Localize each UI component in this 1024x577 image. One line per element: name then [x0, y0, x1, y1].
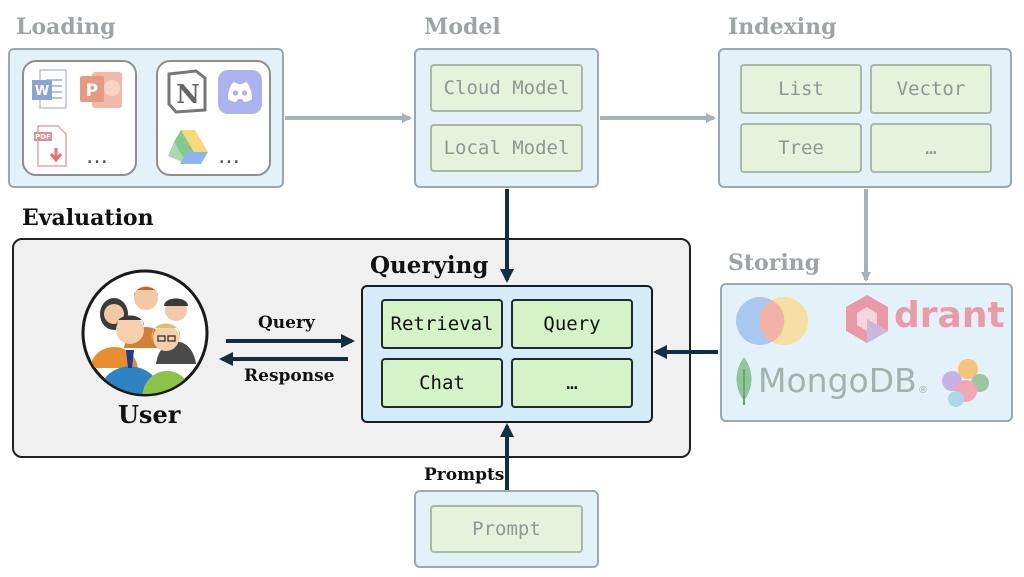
svg-text:P: P — [86, 81, 98, 101]
qdrant-icon — [846, 295, 888, 343]
indexing-panel: List Vector Tree … — [718, 48, 1012, 188]
query-more-box: … — [511, 358, 633, 408]
documents-more: … — [86, 144, 109, 169]
word-icon: W — [32, 69, 67, 109]
prompt-panel: Prompt — [414, 490, 599, 568]
google-drive-icon — [168, 130, 208, 164]
index-more-box: … — [870, 123, 992, 173]
local-model-box: Local Model — [430, 124, 583, 172]
mongodb-registered-mark: ® — [918, 385, 928, 396]
query-chat-box: Chat — [381, 358, 503, 408]
model-title: Model — [424, 14, 501, 40]
mongodb-leaf-icon — [736, 357, 752, 405]
querying-title: Querying — [370, 252, 489, 279]
discord-icon — [218, 70, 262, 114]
model-panel: Cloud Model Local Model — [414, 48, 599, 188]
storing-panel: drant MongoDB ® — [720, 283, 1013, 422]
user-label: User — [118, 400, 181, 429]
prompts-arrow-label: Prompts — [424, 465, 505, 485]
vector-db-logo-icon — [736, 297, 808, 345]
apps-box: N … — [156, 60, 271, 176]
response-arrow-label: Response — [244, 366, 335, 386]
svg-text:W: W — [35, 84, 49, 99]
powerpoint-icon: P — [80, 72, 122, 108]
qdrant-text: drant — [894, 295, 1005, 336]
evaluation-title: Evaluation — [22, 205, 154, 231]
prompt-box: Prompt — [430, 505, 583, 553]
mongodb-text: MongoDB — [758, 361, 917, 400]
loading-title: Loading — [16, 14, 116, 40]
user-group-icon — [81, 269, 209, 397]
apps-more: … — [218, 144, 241, 169]
loading-panel: W P PDF … N — [8, 48, 284, 188]
documents-box: W P PDF … — [22, 60, 137, 176]
pdf-icon: PDF — [34, 125, 67, 167]
query-arrow-label: Query — [258, 313, 315, 333]
index-list-box: List — [740, 64, 862, 114]
querying-panel: Retrieval Query Chat … — [361, 285, 653, 423]
query-query-box: Query — [511, 299, 633, 349]
svg-text:PDF: PDF — [35, 133, 51, 141]
indexing-title: Indexing — [728, 14, 837, 40]
index-vector-box: Vector — [870, 64, 992, 114]
notion-icon: N — [167, 69, 207, 114]
svg-text:N: N — [176, 80, 200, 110]
query-retrieval-box: Retrieval — [381, 299, 503, 349]
index-tree-box: Tree — [740, 123, 862, 173]
cloud-model-box: Cloud Model — [430, 64, 583, 112]
db-cluster-icon — [942, 359, 989, 407]
storing-title: Storing — [728, 250, 821, 276]
